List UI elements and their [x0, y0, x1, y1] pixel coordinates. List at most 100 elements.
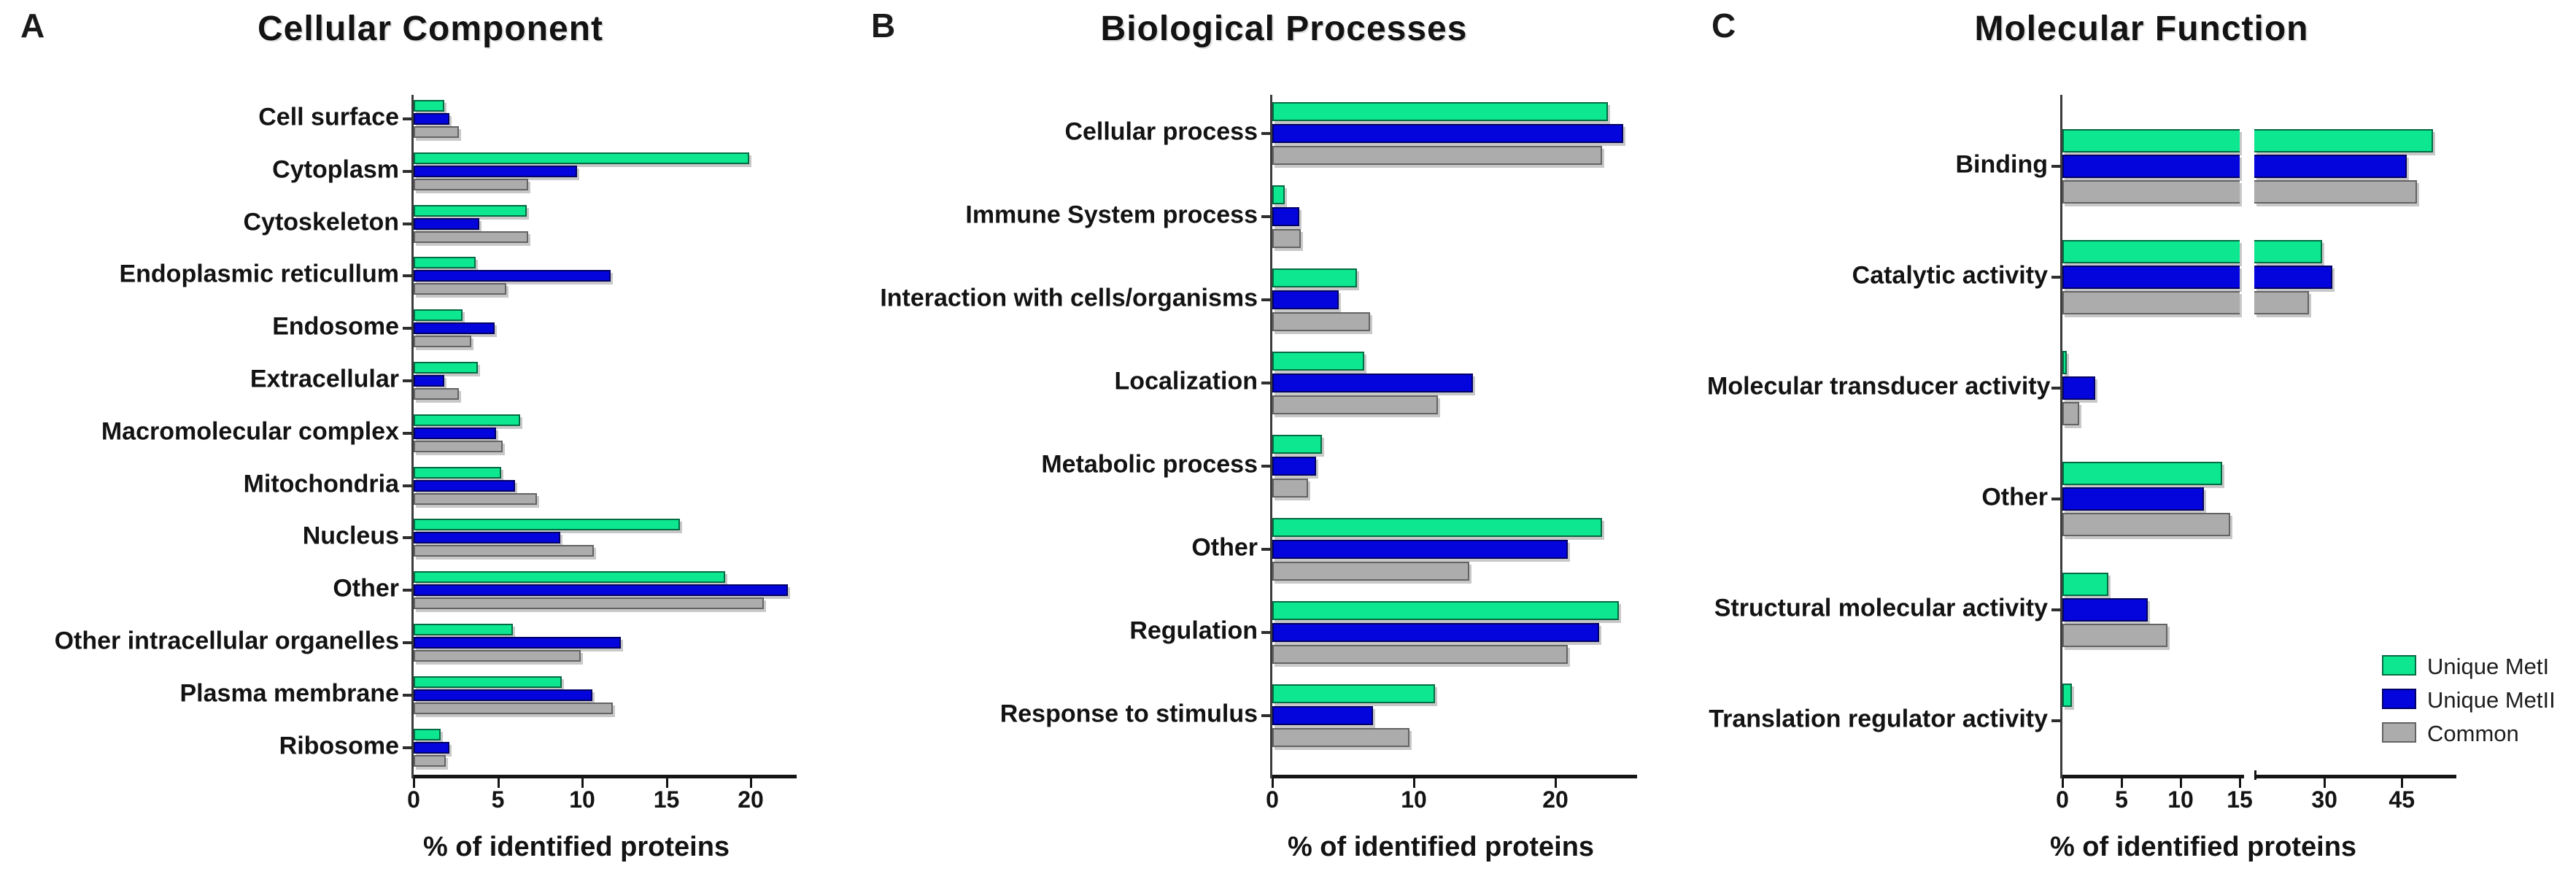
bar-unique-meti	[2062, 129, 2240, 152]
category-tick	[403, 117, 412, 120]
y-axis-spine	[2060, 95, 2062, 778]
x-axis-tick-label: 0	[2056, 786, 2069, 813]
bar-unique-metii	[2254, 266, 2332, 289]
bar-common	[1272, 229, 1301, 248]
x-axis-title-b: % of identified proteins	[1287, 832, 1595, 862]
bar-common	[414, 440, 503, 452]
category-tick	[403, 274, 412, 278]
bar-unique-metii	[2062, 376, 2096, 400]
bar-common	[414, 492, 537, 505]
bar-common	[414, 702, 613, 714]
bar-unique-meti	[2062, 351, 2068, 374]
bar-common	[1272, 146, 1603, 165]
category-tick	[1261, 714, 1271, 717]
bar-common	[2062, 624, 2168, 647]
category-label: Regulation	[1129, 616, 1258, 645]
bar-unique-metii	[414, 427, 497, 439]
x-axis-title-a: % of identified proteins	[422, 832, 730, 862]
legend-label-unique-met1: Unique MetI	[2427, 654, 2550, 679]
category-tick	[2051, 165, 2061, 168]
x-axis-tick	[2324, 778, 2326, 788]
category-label: Structural molecular activity	[1714, 594, 2048, 622]
series-legend: Unique MetI Unique MetII Common	[2382, 654, 2572, 757]
category-label: Translation regulator activity	[1709, 705, 2048, 733]
category-label: Ribosome	[279, 732, 399, 760]
category-label: Cytoskeleton	[243, 208, 400, 236]
x-axis-tick-label: 45	[2389, 786, 2415, 813]
x-axis-tick	[2121, 778, 2123, 788]
bar-unique-meti	[414, 257, 476, 269]
x-axis-tick	[497, 778, 500, 788]
x-axis-tick-label: 0	[407, 786, 420, 813]
bar-unique-meti	[414, 414, 520, 426]
category-tick	[2051, 387, 2061, 390]
bar-common	[2062, 513, 2231, 536]
category-label: Catalytic activity	[1852, 261, 2048, 290]
bar-common	[414, 231, 529, 243]
bar-unique-meti	[2062, 240, 2240, 263]
bar-unique-metii	[2062, 598, 2148, 622]
x-axis-tick-label: 20	[738, 786, 764, 813]
bar-unique-meti	[1272, 684, 1436, 703]
bar-common	[1272, 645, 1569, 664]
category-tick	[403, 641, 412, 644]
x-axis-tick	[413, 778, 415, 788]
category-tick	[2051, 608, 2061, 611]
bar-unique-metii	[414, 322, 495, 335]
bar-common	[1272, 395, 1438, 414]
bar-unique-metii	[2062, 155, 2240, 178]
x-axis-tick-label: 15	[2227, 786, 2253, 813]
category-label: Nucleus	[302, 522, 399, 551]
bar-unique-meti	[414, 309, 463, 322]
category-label: Interaction with cells/organisms	[880, 284, 1258, 312]
legend-swatch-unique-met1	[2382, 655, 2416, 676]
panel-letter-c: C	[1711, 7, 1736, 44]
bar-unique-meti	[2062, 684, 2072, 707]
category-tick	[403, 379, 412, 382]
x-axis-tick-label: 5	[2115, 786, 2128, 813]
panel-title-biological-processes: Biological Processes	[1100, 9, 1468, 48]
legend-swatch-common	[2382, 722, 2416, 743]
bar-unique-metii	[414, 165, 578, 177]
category-tick	[403, 327, 412, 330]
bar-unique-meti	[414, 362, 478, 374]
y-axis-spine	[1270, 95, 1272, 778]
bar-unique-metii	[1272, 207, 1299, 226]
bar-unique-meti	[1272, 435, 1322, 454]
category-label: Cell surface	[258, 103, 399, 131]
x-axis-tick	[665, 778, 668, 788]
bar-common	[2062, 402, 2079, 425]
panel-title-cellular-component: Cellular Component	[257, 9, 604, 48]
x-axis-tick-label: 30	[2311, 786, 2337, 813]
bar-unique-metii	[414, 584, 788, 597]
bar-unique-meti	[414, 519, 680, 531]
x-axis-tick-label: 5	[491, 786, 505, 813]
bar-unique-meti	[2254, 240, 2322, 263]
category-label: Cytoplasm	[272, 155, 399, 184]
bar-unique-meti	[1272, 352, 1365, 371]
category-label: Other intracellular organelles	[54, 627, 399, 655]
bar-unique-metii	[1272, 374, 1474, 392]
category-label: Other	[333, 574, 399, 603]
bar-common	[2062, 180, 2240, 204]
bar-unique-metii	[1272, 124, 1624, 143]
axis-break-tick	[2254, 770, 2256, 780]
bar-unique-metii	[1272, 623, 1600, 642]
category-label: Macromolecular complex	[101, 417, 399, 446]
category-label: Binding	[1955, 150, 2048, 179]
bar-unique-metii	[2062, 487, 2205, 511]
category-label: Immune System process	[965, 201, 1258, 229]
bar-unique-metii	[414, 637, 622, 649]
category-label: Endosome	[272, 312, 399, 341]
bar-unique-metii	[1272, 457, 1317, 476]
category-tick	[403, 746, 412, 749]
bar-common	[414, 178, 529, 190]
bar-unique-metii	[414, 741, 449, 754]
bar-unique-metii	[414, 113, 449, 125]
bar-common	[2062, 291, 2240, 314]
x-axis-tick-label: 15	[653, 786, 680, 813]
category-tick	[403, 431, 412, 435]
